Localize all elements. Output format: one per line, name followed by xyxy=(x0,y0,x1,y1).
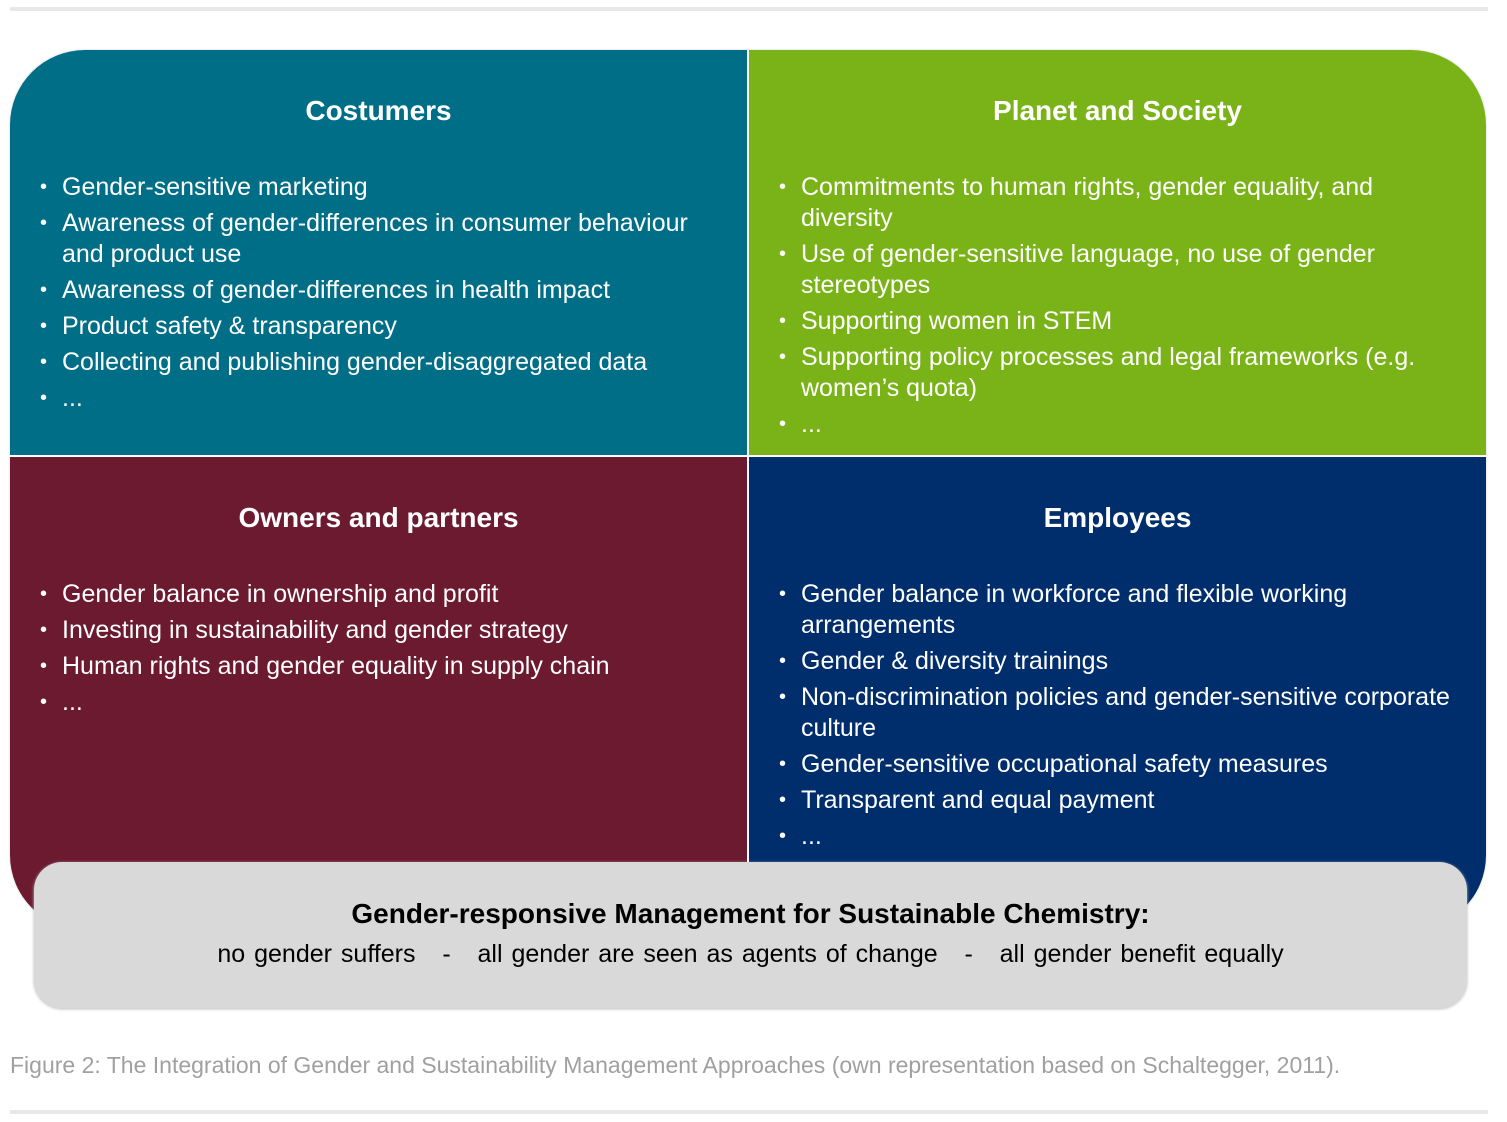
summary-subtitle: no gender suffers - all gender are seen … xyxy=(217,940,1284,968)
list-item: ... xyxy=(40,687,717,718)
list-item: ... xyxy=(779,821,1456,852)
list-item: Gender & diversity trainings xyxy=(779,646,1456,677)
list-item: Gender-sensitive marketing xyxy=(40,172,717,203)
list-item: Transparent and equal payment xyxy=(779,785,1456,816)
stakeholder-matrix: Costumers Gender-sensitive marketingAwar… xyxy=(10,50,1486,930)
list-item: Supporting women in STEM xyxy=(779,306,1456,337)
list-item: Non-discrimination policies and gender-s… xyxy=(779,682,1456,744)
list-item: Gender-sensitive occupational safety mea… xyxy=(779,749,1456,780)
list-item: Investing in sustainability and gender s… xyxy=(40,615,717,646)
quadrant-title: Planet and Society xyxy=(993,95,1242,126)
list-item: Commitments to human rights, gender equa… xyxy=(779,172,1456,234)
figure-caption: Figure 2: The Integration of Gender and … xyxy=(10,1052,1341,1078)
summary-title: Gender-responsive Management for Sustain… xyxy=(351,898,1150,929)
quadrant-title: Employees xyxy=(1043,502,1192,533)
bottom-divider xyxy=(10,1110,1488,1114)
summary-box: Gender-responsive Management for Sustain… xyxy=(34,862,1467,1008)
list-item: ... xyxy=(40,383,717,414)
list-item: Awareness of gender-differences in healt… xyxy=(40,275,717,306)
list-item: Use of gender-sensitive language, no use… xyxy=(779,239,1456,301)
list-item: ... xyxy=(779,409,1456,440)
item-list: Commitments to human rights, gender equa… xyxy=(749,172,1486,440)
item-list: Gender balance in ownership and profitIn… xyxy=(10,579,747,718)
list-item: Human rights and gender equality in supp… xyxy=(40,651,717,682)
item-list: Gender balance in workforce and flexible… xyxy=(749,579,1486,852)
list-item: Collecting and publishing gender-disaggr… xyxy=(40,347,717,378)
quadrant-employees: Employees Gender balance in workforce an… xyxy=(749,457,1486,930)
quadrant-planet-and-society: Planet and Society Commitments to human … xyxy=(749,50,1486,455)
quadrant-owners-and-partners: Owners and partners Gender balance in ow… xyxy=(10,457,747,930)
item-list: Gender-sensitive marketingAwareness of g… xyxy=(10,172,747,414)
list-item: Awareness of gender-differences in consu… xyxy=(40,208,717,270)
list-item: Gender balance in ownership and profit xyxy=(40,579,717,610)
list-item: Product safety & transparency xyxy=(40,311,717,342)
list-item: Supporting policy processes and legal fr… xyxy=(779,342,1456,404)
quadrant-title: Costumers xyxy=(305,95,452,126)
list-item: Gender balance in workforce and flexible… xyxy=(779,579,1456,641)
quadrant-costumers: Costumers Gender-sensitive marketingAwar… xyxy=(10,50,747,455)
top-divider xyxy=(10,7,1488,11)
quadrant-title: Owners and partners xyxy=(238,502,519,533)
